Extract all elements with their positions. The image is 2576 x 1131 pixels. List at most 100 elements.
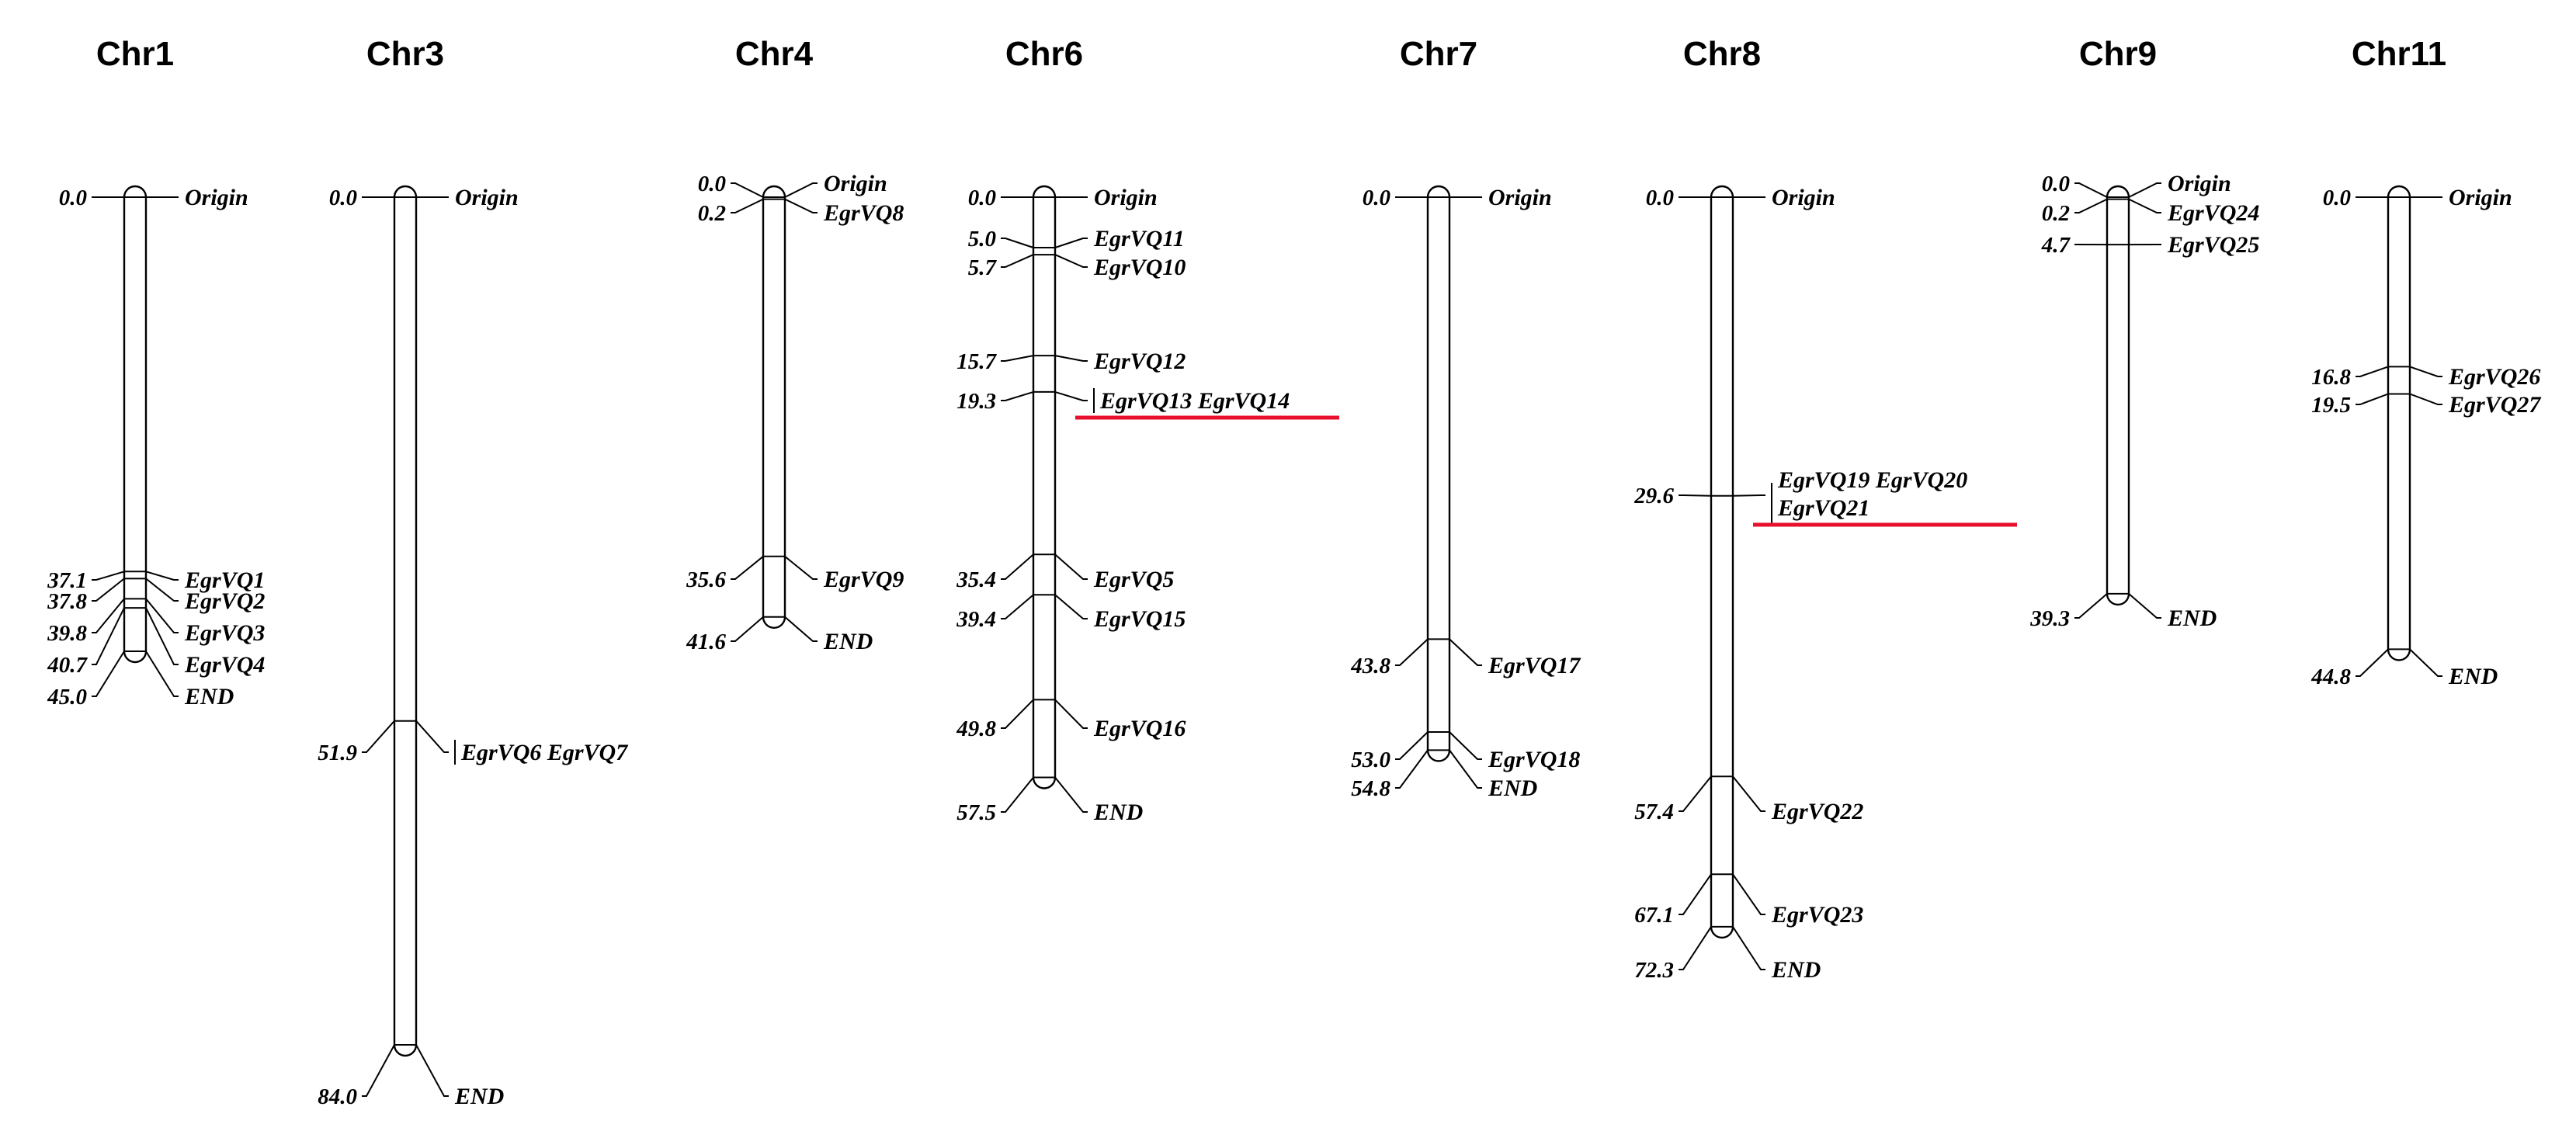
gene-label: Origin	[1094, 185, 1158, 210]
chromosome-rod	[1710, 185, 1734, 939]
position-label: 0.0	[968, 186, 996, 210]
chromosome-title: Chr6	[1005, 35, 1083, 73]
position-label: 84.0	[318, 1084, 357, 1109]
gene-tick	[145, 650, 179, 697]
gene-tick	[2128, 593, 2161, 619]
position-label: 0.0	[698, 172, 726, 196]
chromosome-rod	[123, 185, 148, 664]
gene-tick	[1449, 749, 1482, 789]
position-tick	[2074, 593, 2108, 619]
gene-tick	[1054, 776, 1088, 813]
position-label: 5.0	[968, 227, 996, 252]
position-tick	[1395, 749, 1429, 789]
position-label: 57.4	[1634, 800, 1674, 824]
gene-label: EgrVQ24	[2167, 200, 2259, 226]
position-label: 41.6	[686, 630, 726, 654]
position-tick	[1001, 238, 1034, 248]
position-tick	[1001, 254, 1034, 268]
gene-tick	[415, 720, 449, 753]
position-tick	[2074, 198, 2108, 213]
chromosome-rod	[1032, 185, 1057, 789]
locus-end: 84.0 END	[318, 1044, 504, 1109]
position-tick	[362, 1044, 395, 1097]
gene-label: EgrVQ1	[184, 567, 265, 593]
gene-tick	[784, 556, 818, 580]
gene-label: END	[184, 684, 234, 709]
chromosome-title: Chr11	[2352, 35, 2446, 73]
position-tick	[2074, 182, 2108, 198]
chromosome-rod	[762, 185, 786, 629]
gene-label: END	[1488, 775, 1537, 801]
position-label: 19.5	[2311, 393, 2351, 418]
gene-label: EgrVQ17	[1488, 653, 1581, 678]
gene-tick	[1732, 926, 1765, 970]
position-tick	[1001, 553, 1034, 580]
gene-label: EgrVQ8	[823, 200, 904, 226]
gene-tick	[1054, 553, 1088, 580]
gene-tick	[2128, 198, 2161, 213]
gene-label: EgrVQ18	[1488, 747, 1580, 772]
gene-label: END	[454, 1084, 504, 1109]
gene-tick	[145, 598, 179, 633]
gene-tick	[2409, 366, 2442, 377]
position-tick	[92, 571, 125, 581]
locus-egrvq4: 40.7 EgrVQ4	[47, 607, 265, 678]
gene-tick	[145, 607, 179, 665]
position-label: 40.7	[47, 653, 88, 678]
position-tick	[92, 650, 125, 697]
chromosome-title: Chr7	[1400, 35, 1477, 73]
gene-label: Origin	[1772, 185, 1835, 210]
gene-label: EgrVQ12	[1093, 349, 1186, 374]
position-label: 49.8	[956, 716, 996, 741]
position-tick	[2356, 393, 2389, 405]
gene-tick	[1054, 254, 1088, 268]
position-label: 0.0	[1646, 186, 1674, 210]
position-label: 0.0	[1363, 186, 1390, 210]
gene-label: EgrVQ4	[184, 652, 265, 678]
position-tick	[1001, 776, 1034, 813]
gene-label: END	[1093, 800, 1143, 825]
position-tick	[731, 198, 764, 213]
position-tick	[1679, 873, 1712, 915]
gene-label: Origin	[824, 171, 887, 196]
locus-egrvq26: 16.8 EgrVQ26	[2311, 364, 2540, 390]
position-label: 0.0	[59, 186, 87, 210]
position-label: 35.6	[686, 567, 726, 592]
gene-tick	[784, 616, 818, 642]
gene-label: EgrVQ26	[2448, 364, 2540, 390]
position-tick	[92, 598, 125, 633]
gene-tick	[1449, 638, 1482, 666]
gene-tick	[1732, 775, 1765, 812]
locus-end: 54.8 END	[1351, 749, 1537, 801]
position-label: 0.0	[2042, 172, 2070, 196]
position-tick	[2356, 366, 2389, 377]
gene-label: EgrVQ23	[1771, 902, 1863, 928]
gene-tick	[2409, 393, 2442, 405]
gene-label: EgrVQ25	[2167, 232, 2259, 258]
gene-label: EgrVQ10	[1093, 255, 1186, 280]
position-label: 16.8	[2311, 365, 2351, 390]
position-tick	[1679, 775, 1712, 812]
gene-tick	[145, 578, 179, 602]
position-label: 54.8	[1351, 776, 1390, 801]
position-tick	[1001, 355, 1034, 362]
gene-tick	[1054, 594, 1088, 619]
